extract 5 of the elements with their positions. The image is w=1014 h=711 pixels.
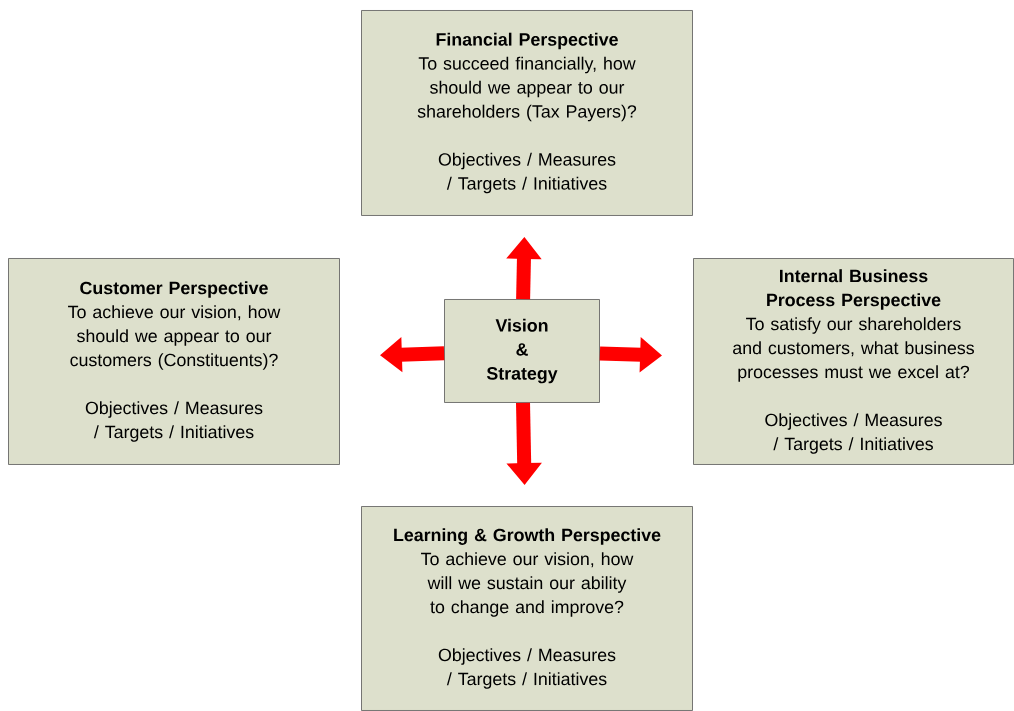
perspective-box: Financial Perspective To succeed financially, how should we appear to our shareholders (Tax Payers)? Objectives / Measures / Targets / Initiatives	[361, 10, 693, 216]
perspective-box: Learning & Growth Perspective To achieve our vision, how will we sustain our ability to change and improve? Objectives / Measures / Targets / Initiatives	[361, 506, 693, 711]
perspective-box: Customer Perspective To achieve our vision, how should we appear to our customers (Constituents)? Objectives / Measures / Targets / Initiatives	[8, 258, 340, 465]
perspective-box: Internal Business Process Perspective To satisfy our shareholders and customers, what business processes must we excel at? Objectives / Measures / Targets / Initiatives	[693, 258, 1014, 465]
center-box: Vision & Strategy	[444, 299, 600, 403]
